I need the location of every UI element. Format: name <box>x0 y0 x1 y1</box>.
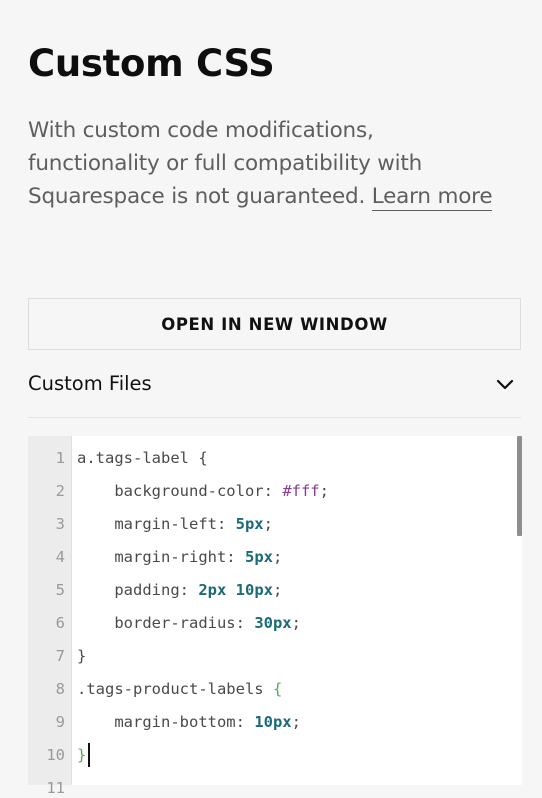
code-token: .tags-product-labels <box>77 680 273 698</box>
code-token <box>226 581 235 599</box>
line-number: 2 <box>55 482 65 500</box>
custom-files-toggle[interactable]: Custom Files <box>28 352 521 418</box>
code-token: { <box>272 680 283 698</box>
code-token: } <box>77 746 87 764</box>
code-token: #fff <box>282 482 320 500</box>
code-token: ; <box>263 515 273 533</box>
line-number: 11 <box>46 779 65 797</box>
code-token: ; <box>272 548 283 566</box>
css-code-editor[interactable]: 1 2 3 4 5 6 7 8 9 10 11 a.tags-label { background-… <box>28 436 522 797</box>
code-token: ; <box>291 614 301 632</box>
page-title: Custom CSS <box>28 42 275 85</box>
editor-scrollbar[interactable] <box>517 436 522 536</box>
code-token: ; <box>273 581 283 599</box>
text-cursor <box>88 743 90 767</box>
code-line: } <box>77 745 86 765</box>
line-number: 1 <box>55 449 65 467</box>
code-token: 2px <box>198 581 227 599</box>
code-line: margin-left: 5px; <box>77 514 273 534</box>
code-line: .tags-product-labels { <box>77 679 282 699</box>
code-token: margin-right: <box>77 548 245 566</box>
chevron-down-icon[interactable] <box>495 374 515 394</box>
code-line: background-color: #fff; <box>77 481 329 501</box>
line-number: 3 <box>55 515 65 533</box>
code-line: padding: 2px 10px; <box>77 580 282 600</box>
code-token: 30px <box>254 614 292 632</box>
code-token: 10px <box>235 581 273 599</box>
line-number-gutter: 1 2 3 4 5 6 7 8 9 10 11 <box>28 436 72 797</box>
line-number: 10 <box>46 746 65 764</box>
line-number: 7 <box>55 647 65 665</box>
description-text: With custom code modifications, function… <box>28 114 498 213</box>
code-line: margin-right: 5px; <box>77 547 282 567</box>
code-token: a.tags-label { <box>77 449 208 467</box>
line-number: 8 <box>55 680 65 698</box>
line-number: 9 <box>55 713 65 731</box>
code-token: margin-left: <box>77 515 236 533</box>
code-line: margin-bottom: 10px; <box>77 712 301 732</box>
learn-more-link[interactable]: Learn more <box>371 184 493 211</box>
code-token: } <box>77 647 87 665</box>
code-token: 5px <box>235 515 264 533</box>
code-line: a.tags-label { <box>77 448 208 468</box>
code-token: 5px <box>244 548 273 566</box>
code-token: border-radius: <box>77 614 255 632</box>
code-token: ; <box>319 482 329 500</box>
code-token: 10px <box>254 713 292 731</box>
open-in-new-window-button[interactable]: OPEN IN NEW WINDOW <box>28 298 521 350</box>
code-token: background-color: <box>77 482 283 500</box>
line-number: 4 <box>55 548 65 566</box>
code-line: } <box>77 646 86 666</box>
custom-files-label: Custom Files <box>28 372 152 395</box>
code-token: ; <box>291 713 301 731</box>
code-token: margin-bottom: <box>77 713 255 731</box>
code-token: padding: <box>77 581 199 599</box>
description-body: With custom code modifications, function… <box>28 118 423 209</box>
line-number: 6 <box>55 614 65 632</box>
line-number: 5 <box>55 581 65 599</box>
code-line: border-radius: 30px; <box>77 613 301 633</box>
